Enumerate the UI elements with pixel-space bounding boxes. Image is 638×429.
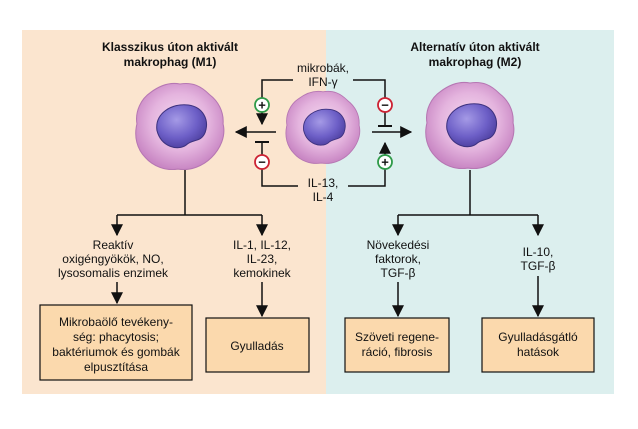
- m1-header-line1: Klasszikus úton aktivált: [102, 40, 238, 54]
- plus-sign-icon: +: [254, 97, 270, 113]
- microbicidal-box-line1: Mikrobaölő tevékeny-: [59, 315, 173, 329]
- tissue-repair-box: [344, 317, 450, 373]
- m2-branch-lines: [398, 170, 538, 216]
- tissue-repair-box-line2: ráció, fibrosis: [362, 345, 433, 359]
- m1-header-line2: makrophag (M1): [124, 55, 217, 69]
- m2-product-left-line3: TGF-β: [381, 266, 416, 280]
- macrophage-cell-icon: [135, 82, 225, 171]
- signal-top-line1: mikrobák,: [297, 61, 349, 75]
- m1-product-left-line3: lysosomalis enzimek: [58, 266, 169, 280]
- microbicidal-box-line3: baktériumok és gombák: [52, 345, 180, 359]
- m1-product-right-line3: kemokinek: [233, 266, 291, 280]
- anti-inflammatory-box-line1: Gyulladásgátló: [498, 330, 578, 344]
- m1-product-right-line1: IL-1, IL-12,: [233, 238, 291, 252]
- m1-branch-lines: [117, 170, 262, 216]
- plus-sign-icon: +: [377, 154, 393, 170]
- anti-inflammatory-box-line2: hatások: [517, 345, 560, 359]
- minus-sign-icon: −: [254, 154, 270, 170]
- signal-top-line2: IFN-γ: [308, 75, 337, 89]
- macrophage-cell-icon: [425, 81, 515, 170]
- microbicidal-box-line2: ség: phacytosis;: [73, 330, 159, 344]
- microbicidal-activity-box: [39, 304, 193, 381]
- inflammation-box: [205, 317, 310, 373]
- m1-product-right-line2: IL-23,: [247, 252, 278, 266]
- minus-sign-icon: −: [377, 97, 393, 113]
- anti-inflammatory-box: [481, 317, 595, 373]
- signal-bottom-line1: IL-13,: [308, 176, 339, 190]
- m2-product-right-line2: TGF-β: [521, 259, 556, 273]
- m1-product-left-line1: Reaktív: [93, 238, 134, 252]
- microbicidal-box-line4: elpusztítása: [84, 360, 148, 374]
- m1-product-left-line2: oxigéngyökök, NO,: [62, 252, 163, 266]
- tissue-repair-box-line1: Szöveti regene-: [355, 330, 439, 344]
- inflammation-box-label: Gyulladás: [230, 339, 283, 353]
- m2-header-line2: makrophag (M2): [429, 55, 522, 69]
- svg-text:+: +: [258, 98, 266, 113]
- m2-product-right-line1: IL-10,: [523, 245, 554, 259]
- m2-header-line1: Alternatív úton aktivált: [410, 40, 539, 54]
- macrophage-cell-icon: [285, 90, 361, 164]
- m2-product-left-line1: Növekedési: [367, 238, 430, 252]
- svg-text:−: −: [381, 98, 389, 113]
- signal-bottom-line2: IL-4: [313, 190, 334, 204]
- m2-product-left-line2: faktorok,: [375, 252, 421, 266]
- svg-text:−: −: [258, 155, 266, 170]
- svg-text:+: +: [381, 155, 389, 170]
